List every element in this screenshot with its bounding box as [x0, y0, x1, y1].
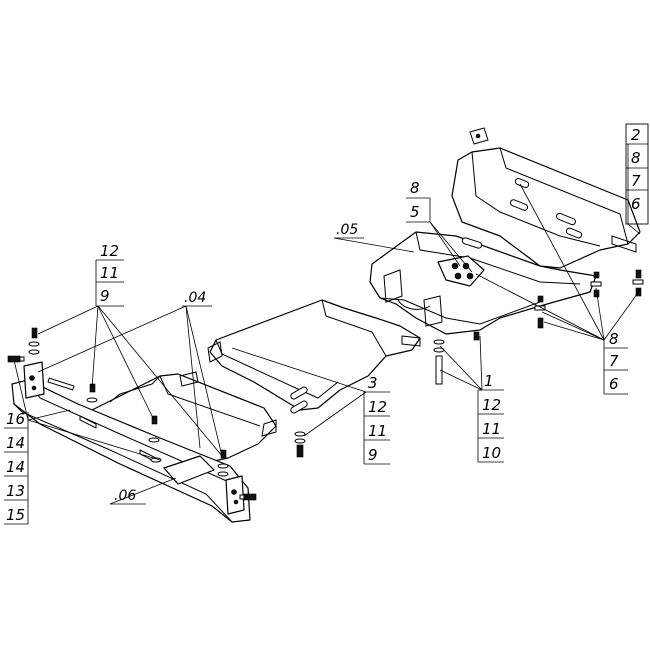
- callout-plate3: 3 12 11 9: [363, 374, 390, 465]
- callout-label: 2: [631, 126, 641, 144]
- callout-label: 3: [368, 374, 378, 392]
- ref-06: .06: [110, 488, 146, 505]
- ref-label: .06: [114, 488, 136, 504]
- callout-label: 14: [6, 434, 25, 452]
- callout-label: 12: [368, 398, 387, 416]
- callout-label: 9: [368, 446, 378, 464]
- transmission-skid-plate: [369, 231, 597, 335]
- callout-label: 6: [609, 375, 619, 393]
- middle-skid-plate: [207, 299, 421, 414]
- callout-label: 5: [410, 203, 420, 221]
- callout-mid-right: 8 7 6: [603, 330, 628, 395]
- callout-label: 8: [631, 149, 641, 167]
- callout-label: 9: [100, 287, 110, 305]
- callout-label: 6: [631, 195, 641, 213]
- middle-fasteners: [294, 431, 306, 458]
- callout-label: 12: [100, 242, 119, 260]
- leader-lines: [13, 144, 641, 505]
- ref-label: .05: [336, 222, 358, 238]
- callout-label: 13: [6, 482, 25, 500]
- callout-label: 10: [482, 444, 501, 462]
- callout-label: 15: [6, 506, 25, 524]
- callout-label: 8: [410, 179, 420, 197]
- callout-label: 11: [482, 420, 501, 438]
- callout-upper-pair: 8 5: [406, 179, 431, 223]
- callout-left-bottom: 16 14 14 13 15: [4, 410, 29, 525]
- callout-label: 14: [6, 458, 25, 476]
- callout-left-top: 12 11 9: [95, 242, 124, 307]
- left-fasteners: [7, 327, 257, 501]
- callout-label: 12: [482, 396, 501, 414]
- callout-center: 1 12 11 10: [477, 372, 504, 463]
- callout-label: 7: [631, 172, 641, 190]
- callout-label: 11: [368, 422, 387, 440]
- callout-label: 1: [484, 372, 494, 390]
- ref-label: .04: [184, 290, 206, 306]
- callout-label: 8: [609, 330, 619, 348]
- callout-label: 16: [6, 410, 25, 428]
- callout-label: 11: [100, 264, 119, 282]
- ref-05: .05: [334, 222, 364, 239]
- callout-label: 7: [609, 352, 619, 370]
- callout-top-right: 2 8 7 6: [625, 123, 649, 225]
- ref-04: .04: [182, 290, 212, 307]
